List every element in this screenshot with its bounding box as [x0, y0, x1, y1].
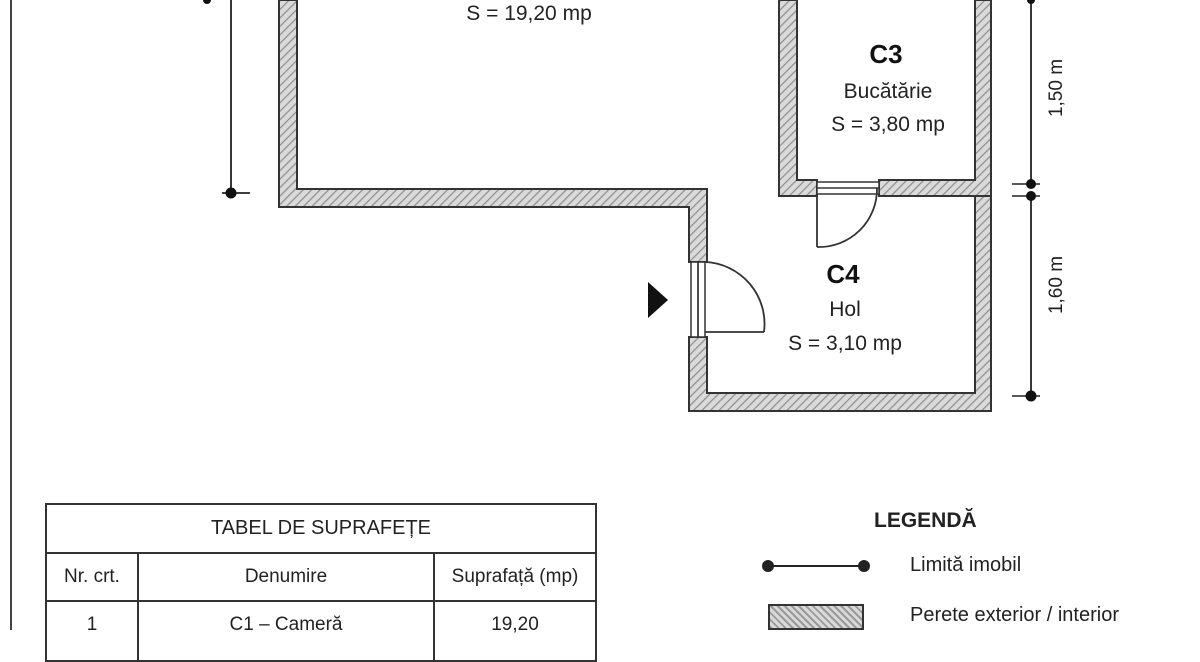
- column-header-area: Suprafață (mp): [432, 552, 598, 602]
- room-c3-area: S = 3,80 mp: [831, 113, 945, 136]
- row-name: C1 – Cameră: [137, 600, 435, 662]
- room-c4-name: Hol: [829, 298, 861, 321]
- table-title: TABEL DE SUPRAFEȚE: [44, 503, 598, 554]
- room-c4-walls: [688, 195, 992, 412]
- page-border-line: [10, 0, 12, 630]
- entrance-door: [690, 261, 766, 338]
- legend-item-property-limit: Limită imobil: [760, 552, 1200, 582]
- legend-item-label: Perete exterior / interior: [910, 604, 1119, 626]
- legend-item-label: Limită imobil: [910, 554, 1022, 576]
- property-limit-line-icon: [762, 560, 870, 572]
- room-c1-area: S = 19,20 mp: [466, 2, 592, 25]
- kitchen-door: [816, 181, 880, 248]
- column-header-name: Denumire: [137, 552, 435, 602]
- entrance-arrow-icon: [648, 282, 668, 318]
- room-c1-walls: [278, 0, 708, 263]
- legend-item-wall: Perete exterior / interior: [760, 602, 1200, 632]
- dimension-line-right: [1012, 0, 1040, 402]
- legend-title: LEGENDĂ: [874, 509, 977, 532]
- row-nr: 1: [45, 600, 139, 662]
- surfaces-table: TABEL DE SUPRAFEȚE Nr. crt. Denumire Sup…: [44, 503, 598, 662]
- room-c4-code: C4: [826, 259, 860, 289]
- row-area: 19,20: [432, 600, 598, 662]
- room-c4-area: S = 3,10 mp: [788, 332, 902, 355]
- room-c3-code: C3: [869, 39, 902, 69]
- dimension-line-left: [203, 0, 250, 199]
- table-header-row: Nr. crt. Denumire Suprafață (mp): [45, 552, 598, 602]
- table-row: 1 C1 – Cameră 19,20: [45, 600, 598, 662]
- floor-plan: 1,50 m 1,60 m S = 19,20 mp C3 Bucătărie …: [203, 0, 1067, 412]
- column-header-nr: Nr. crt.: [45, 552, 139, 602]
- hatched-wall-icon: [768, 604, 864, 630]
- dim-label-lower: 1,60 m: [1046, 256, 1067, 314]
- dim-label-upper: 1,50 m: [1046, 59, 1067, 117]
- room-c3-walls: [778, 0, 992, 197]
- room-c3-name: Bucătărie: [844, 80, 933, 103]
